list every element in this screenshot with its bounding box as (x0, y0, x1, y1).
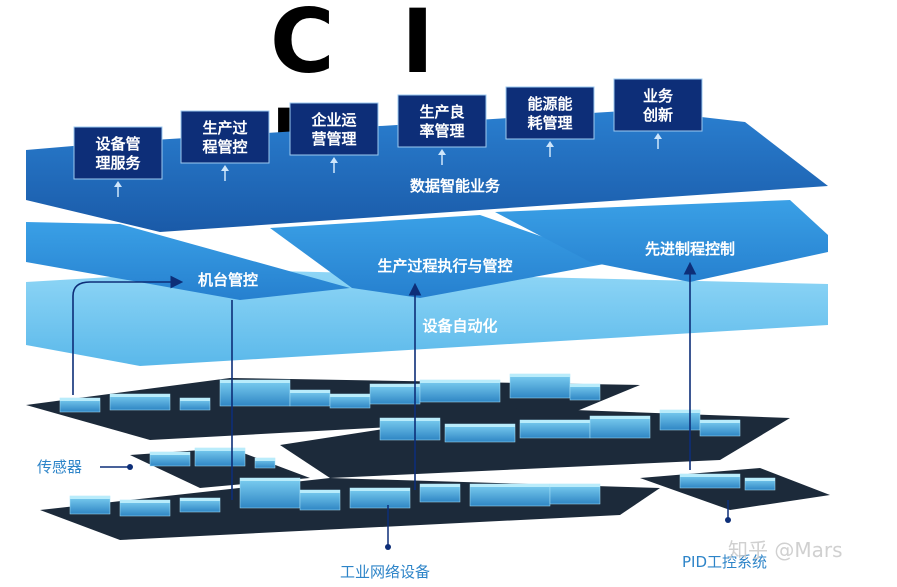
building-roof (550, 484, 600, 487)
connectors (72, 261, 697, 500)
factory-building (419, 379, 501, 403)
building-roof (180, 398, 210, 401)
factory-building (589, 415, 651, 439)
automation-label: 设备自动化 (422, 317, 497, 335)
execution-control-panel (270, 215, 615, 298)
service-line2: 理服务 (95, 154, 141, 172)
advanced-control-panel (495, 200, 828, 282)
building-roof (110, 394, 170, 397)
service-line2: 率管理 (419, 122, 464, 140)
building-roof (470, 484, 550, 487)
building-roof (240, 478, 300, 481)
building-roof (510, 374, 570, 377)
service-line2: 耗管理 (527, 114, 572, 132)
service-line1: 企业运 (310, 111, 356, 129)
building-roof (290, 390, 330, 393)
building-roof (60, 398, 100, 401)
sensor-label: 传感器 (37, 458, 82, 476)
factory-building (469, 483, 551, 507)
service-line1: 生产良 (419, 103, 464, 121)
building-roof (445, 424, 515, 427)
building-roof (330, 394, 370, 397)
building-roof (70, 496, 110, 499)
building-roof (370, 384, 420, 387)
watermark: 知乎 @Mars (728, 538, 843, 562)
service-arrows (114, 133, 662, 197)
service-line2: 程管控 (202, 138, 247, 156)
building-roof (150, 452, 190, 455)
device-labels: 传感器 工业网络设备 PID工控系统 (37, 458, 767, 581)
building-roof (350, 488, 410, 491)
factory-building (219, 379, 291, 407)
building-roof (420, 380, 500, 383)
control-layer: 机台管控 生产过程执行与管控 先进制程控制 (26, 200, 828, 300)
building-roof (590, 416, 650, 419)
service-line1: 业务 (643, 87, 674, 105)
building-roof (745, 478, 775, 481)
building-roof (570, 384, 600, 387)
data-intelligence-label: 数据智能业务 (410, 177, 501, 195)
building-roof (700, 420, 740, 423)
building-roof (120, 500, 170, 503)
service-line2: 创新 (642, 106, 673, 124)
network-dot (385, 544, 391, 550)
building-roof (680, 474, 740, 477)
machine-control-panel (26, 222, 350, 300)
advanced-control-label: 先进制程控制 (645, 240, 735, 258)
execution-control-label: 生产过程执行与管控 (377, 257, 512, 275)
pid-label: PID工控系统 (682, 553, 767, 571)
building-roof (180, 498, 220, 501)
factory-building (239, 477, 301, 509)
network-label: 工业网络设备 (340, 563, 430, 581)
building-roof (420, 484, 460, 487)
service-line1: 能源能 (527, 95, 572, 113)
factory-platforms (26, 373, 830, 540)
building-roof (255, 458, 275, 461)
building-roof (300, 490, 340, 493)
building-roof (380, 418, 440, 421)
service-line1: 设备管 (95, 135, 140, 153)
sensor-to-machine-connector (72, 275, 184, 395)
building-roof (660, 410, 700, 413)
machine-control-label: 机台管控 (198, 271, 258, 289)
pid-dot (725, 517, 731, 523)
service-line1: 生产过 (202, 119, 247, 137)
building-roof (220, 380, 290, 383)
building-roof (520, 420, 590, 423)
building-roof (195, 448, 245, 451)
sensor-dot (127, 464, 133, 470)
factory-building (509, 373, 571, 399)
factory-building (379, 417, 441, 441)
service-line2: 营管理 (311, 130, 356, 148)
